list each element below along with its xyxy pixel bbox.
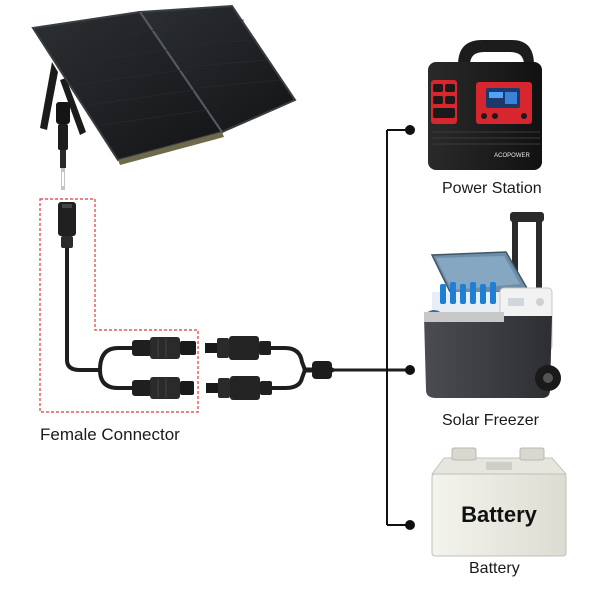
label-female-connector: Female Connector — [40, 425, 180, 444]
solar-freezer-icon — [424, 212, 561, 398]
female-connector-highlight — [39, 198, 199, 413]
female-plug-icon — [58, 202, 76, 248]
distribution-bus — [386, 125, 415, 530]
label-solar-freezer: Solar Freezer — [442, 412, 539, 429]
solar-panel-icon — [31, 4, 297, 190]
bus-node-solar-freezer — [405, 365, 415, 375]
label-battery: Battery — [469, 560, 520, 577]
y-cable — [65, 243, 412, 390]
power-station-brand: ACOPOWER — [494, 153, 530, 159]
battery-face-text: Battery — [461, 502, 538, 527]
mc4-connector-icon — [132, 336, 332, 400]
battery-icon: Battery — [431, 447, 568, 557]
label-power-station: Power Station — [442, 180, 542, 197]
bus-node-power-station — [405, 125, 415, 135]
power-station-icon: ACOPOWER — [428, 40, 542, 170]
bus-node-battery — [405, 520, 415, 530]
